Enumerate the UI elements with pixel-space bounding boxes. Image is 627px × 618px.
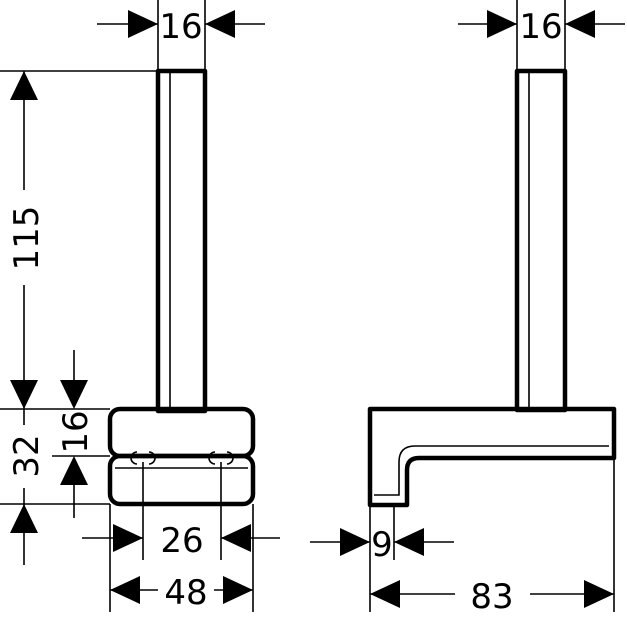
label-front-base-upper: 16	[56, 410, 96, 453]
front-base-lower	[107, 453, 256, 507]
label-side-plate-thickness: 9	[371, 525, 393, 565]
side-bracket	[367, 406, 617, 508]
label-side-depth: 83	[470, 577, 513, 617]
dim-front-base-width: 48	[109, 504, 254, 613]
dim-side-depth: 83	[370, 458, 615, 617]
front-view	[107, 68, 256, 507]
dim-front-hole-spacing: 26	[82, 462, 280, 561]
label-front-top-width: 16	[159, 7, 202, 47]
label-front-height-base: 32	[7, 434, 47, 477]
label-front-hole-spacing: 26	[160, 521, 203, 561]
side-view	[367, 68, 617, 508]
label-front-base-width: 48	[164, 573, 207, 613]
side-post	[514, 68, 568, 413]
dim-front-top-width: 16	[97, 0, 265, 71]
front-base-upper	[107, 406, 256, 459]
dim-side-plate-thickness: 9	[310, 505, 454, 612]
dim-side-top-width: 16	[458, 0, 625, 71]
front-screw-holes	[130, 451, 234, 465]
label-front-height-upper: 115	[7, 206, 47, 271]
front-post	[155, 68, 208, 414]
dim-front-height-base: 32	[0, 409, 110, 565]
dim-front-height-upper: 115	[0, 70, 158, 410]
dim-front-base-upper: 16	[52, 350, 110, 518]
label-side-top-width: 16	[519, 7, 562, 47]
side-bracket-inner-line	[374, 445, 609, 496]
